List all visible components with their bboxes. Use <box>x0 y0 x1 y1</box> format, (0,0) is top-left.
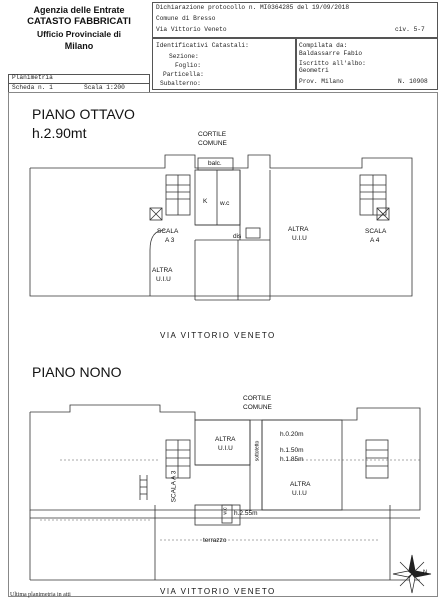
agency-department: CATASTO FABBRICATI <box>27 16 131 27</box>
height-255-label: h.2.55m <box>234 510 258 517</box>
stair-a4-label: SCALA <box>365 228 387 235</box>
plan-scale: Scala 1:200 <box>84 84 125 91</box>
sezione-label: Sezione: <box>169 53 199 60</box>
subalterno-label: Subalterno: <box>160 80 201 87</box>
register-number: N. 10908 <box>398 78 428 85</box>
floor9-other-uiu-left2: U.I.U <box>218 445 233 452</box>
compiler-title: Compilata da: <box>299 42 348 49</box>
agency-name: Agenzia delle Entrate <box>33 5 125 15</box>
footer-note: Ultima planimetria in atti <box>10 592 71 598</box>
dis-label: dis <box>233 233 242 240</box>
cadastral-box <box>152 38 296 90</box>
other-uiu-right-label: ALTRA <box>288 226 309 233</box>
floor9-other-uiu-left: ALTRA <box>215 436 236 443</box>
floor8-courtyard-label2: COMUNE <box>198 140 227 147</box>
agency-city: Milano <box>64 41 94 51</box>
civic-number: civ. 5-7 <box>395 26 425 33</box>
agency-office: Ufficio Provinciale di <box>36 29 122 39</box>
municipality-text: Comune di Bresso <box>156 15 216 22</box>
province-text: Prov. Milano <box>299 78 344 85</box>
floor8-title: PIANO OTTAVO <box>32 106 135 122</box>
stair-a4-id: A 4 <box>370 237 380 244</box>
plan-type-label: Planimetria <box>12 74 53 81</box>
floor9-street-label: VIA VITTORIO VENETO <box>160 587 276 596</box>
floor9-courtyard-label2: COMUNE <box>243 404 272 411</box>
declaration-box <box>152 2 438 38</box>
sottotetto-label: sottotetto <box>254 440 261 462</box>
agency-header: Agenzia delle Entrate CATASTO FABBRICATI… <box>10 4 148 70</box>
balcony-label: balc. <box>208 160 222 167</box>
height-185-label: h.1.85m <box>280 456 304 463</box>
kitchen-label: K <box>203 198 208 205</box>
compass-north-label: N <box>423 570 428 576</box>
height-150-label: h.1.50m <box>280 447 304 454</box>
terrace-label: terrazzo <box>203 537 227 544</box>
compiler-box <box>296 38 438 90</box>
stair-a3-id: A 3 <box>165 237 175 244</box>
drawing-frame <box>8 92 438 597</box>
cadastral-title: Identificativi Catastali: <box>156 42 249 49</box>
floor9-title: PIANO NONO <box>32 364 122 380</box>
floor9-other-uiu-right: ALTRA <box>290 481 311 488</box>
address-text: Via Vittorio Veneto <box>156 26 227 33</box>
floor9-wc-label: w.c <box>222 507 229 515</box>
protocol-text: Dichiarazione protocollo n. MI0364285 de… <box>156 4 350 11</box>
floor9-courtyard-label: CORTILE <box>243 395 272 402</box>
floor9-stair-label: SCALA A 3 <box>170 470 178 503</box>
stair-a3-label: SCALA <box>157 228 179 235</box>
other-uiu-right-label2: U.I.U <box>292 235 307 242</box>
floor8-courtyard-label: CORTILE <box>198 131 227 138</box>
other-uiu-bottom-label2: U.I.U <box>156 276 171 283</box>
foglio-label: Foglio: <box>175 62 201 69</box>
other-uiu-bottom-label: ALTRA <box>152 267 173 274</box>
particella-label: Particella: <box>163 71 204 78</box>
compiler-name: Baldassarre Fabio <box>299 50 363 57</box>
profession-text: Geometri <box>299 67 329 74</box>
height-020-label: h.0.20m <box>280 431 304 438</box>
floor8-street-label: VIA VITTORIO VENETO <box>160 331 276 340</box>
compass-rose-icon <box>392 554 432 594</box>
sheet-number: Scheda n. 1 <box>12 84 53 91</box>
registered-label: Iscritto all'albo: <box>299 60 366 67</box>
wc-label: w.c <box>220 200 230 207</box>
floor8-height: h.2.90mt <box>32 125 87 141</box>
floor9-other-uiu-right2: U.I.U <box>292 490 307 497</box>
